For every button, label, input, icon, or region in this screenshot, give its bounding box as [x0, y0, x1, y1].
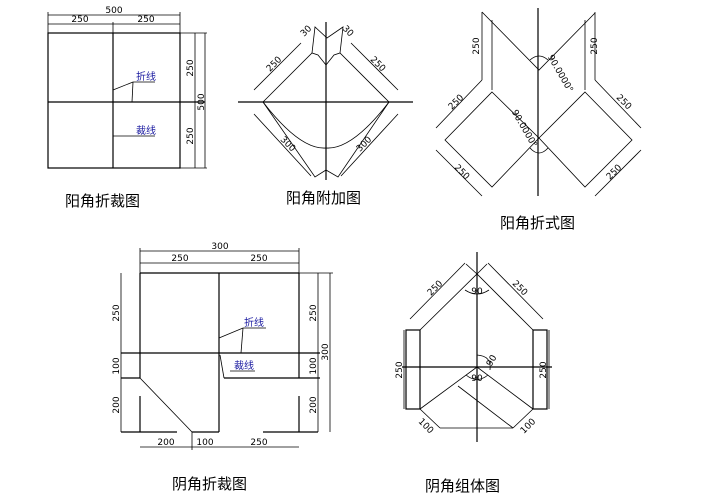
angle-low: 90 — [471, 374, 483, 384]
dim-b2: 100 — [196, 438, 213, 448]
dim-r2: 100 — [309, 357, 319, 374]
yin-corner-cut-drawing: 300 250 250 250 100 200 250 100 200 300 … — [112, 242, 333, 493]
dim-total: 300 — [211, 242, 228, 252]
dim-b: 250 — [368, 55, 387, 74]
cut-line-label: 裁线 — [136, 124, 156, 137]
angle-top: 90 — [471, 287, 483, 297]
dim-total: 500 — [105, 6, 122, 16]
dim-d: 250 — [614, 93, 633, 112]
dim-c: 30 — [299, 24, 314, 39]
angle-mid: 90 — [485, 353, 500, 368]
dim-a: 250 — [472, 37, 482, 54]
dim-left: 250 — [71, 15, 88, 25]
dim-r1: 250 — [309, 304, 319, 321]
dim-l3: 200 — [112, 396, 122, 413]
yang-corner-fold-drawing: 250 250 250 250 250 250 90.0000° 90.0000… — [435, 8, 642, 232]
dim-bottom-side: 250 — [186, 127, 196, 144]
cut-line-label: 裁线 — [234, 359, 254, 372]
yin-corner-assembly-drawing: 250 250 250 250 90 90 90 100 100 阴角组体图 — [395, 252, 552, 495]
yang-corner-extra-drawing: 250 250 30 30 300 300 阳角附加图 — [238, 22, 413, 207]
dim-c: 250 — [395, 361, 405, 378]
dim-top-side: 250 — [186, 59, 196, 76]
dim-l2: 100 — [112, 357, 122, 374]
yang-corner-cut-drawing: 500 250 250 250 250 500 折线 裁线 阳角折裁图 — [47, 6, 207, 210]
dim-a: 250 — [426, 279, 445, 298]
fold-line-label: 折线 — [244, 316, 264, 329]
dim-d: 250 — [539, 361, 549, 378]
angle-top: 90.0000° — [545, 53, 575, 94]
dim-r-total: 300 — [321, 343, 331, 360]
dim-b: 250 — [590, 37, 600, 54]
dim-f: 250 — [605, 163, 624, 182]
dim-top-left: 250 — [171, 254, 188, 264]
dim-f: 300 — [355, 135, 374, 154]
fold-line-label: 折线 — [136, 70, 156, 83]
drawing-title: 阳角折式图 — [500, 214, 575, 232]
dim-r3: 200 — [309, 396, 319, 413]
drawing-title: 阳角折裁图 — [65, 192, 140, 210]
dim-l1: 250 — [112, 304, 122, 321]
dim-e: 250 — [452, 163, 471, 182]
dim-a: 250 — [265, 55, 284, 74]
dim-b1: 200 — [157, 438, 174, 448]
drawing-title: 阴角组体图 — [425, 477, 500, 495]
dim-e: 300 — [278, 135, 297, 154]
angle-bottom: 90.0000° — [509, 108, 539, 149]
dim-right: 250 — [137, 15, 154, 25]
dim-top-right: 250 — [250, 254, 267, 264]
drawing-title: 阴角折裁图 — [172, 475, 247, 493]
drawing-title: 阳角附加图 — [286, 189, 361, 207]
dim-b3: 250 — [250, 438, 267, 448]
dim-c: 250 — [447, 93, 466, 112]
dim-e: 100 — [416, 417, 435, 436]
dim-b: 250 — [510, 279, 529, 298]
dim-side-total: 500 — [197, 93, 207, 110]
